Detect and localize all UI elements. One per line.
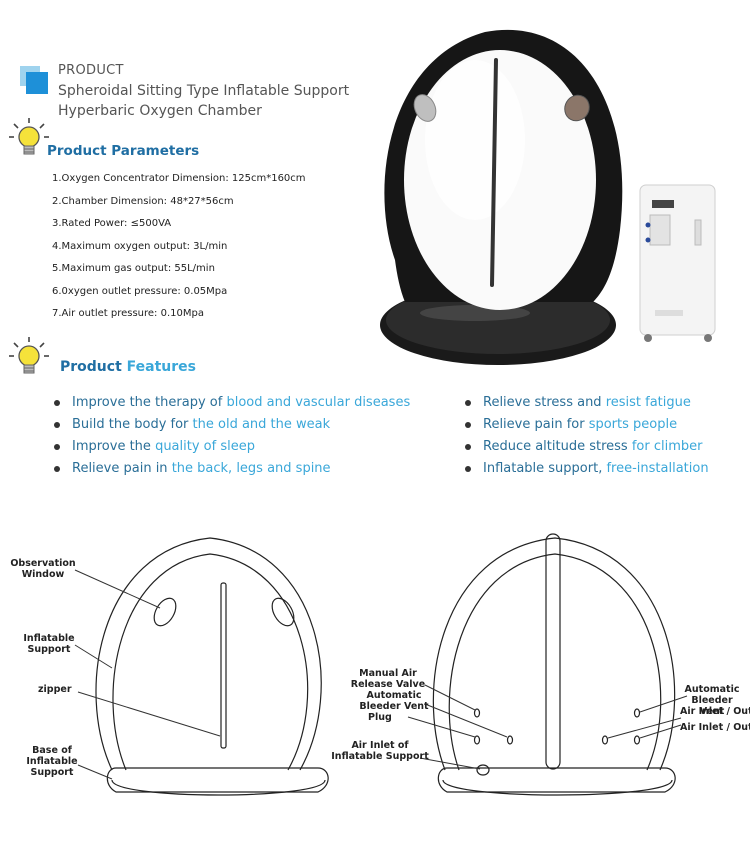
front-view-diagram (74, 537, 329, 796)
parameters-title-part2: Parameters (111, 143, 200, 159)
param-item: 7.Air outlet pressure: 0.10Mpa (52, 308, 204, 319)
back-view-diagram (407, 533, 688, 796)
feature-item: Reduce altitude stress for climber (465, 436, 709, 458)
label-plug: Plug (368, 712, 392, 723)
feature-item: Relieve pain in the back, legs and spine (54, 458, 410, 480)
logo-square-dark (26, 72, 48, 94)
label-air-inlet-outlet-1: Air Inlet / Outlet (680, 706, 750, 717)
product-tag: PRODUCT (58, 63, 124, 78)
features-list-right: Relieve stress and resist fatigue Reliev… (465, 392, 709, 480)
oxygen-concentrator (639, 184, 716, 342)
features-title: Product Features (60, 359, 196, 375)
feature-item: Build the body for the old and the weak (54, 414, 410, 436)
features-list-left: Improve the therapy of blood and vascula… (54, 392, 410, 480)
parameters-title: Product Parameters (47, 143, 199, 159)
lightbulb-icon (9, 118, 49, 155)
param-item: 5.Maximum gas output: 55L/min (52, 263, 215, 274)
parameters-title-part1: Product (47, 143, 112, 159)
param-item: 3.Rated Power: ≤500VA (52, 218, 172, 229)
parameters-list: 1.Oxygen Concentrator Dimension: 125cm*1… (52, 168, 306, 326)
feature-item: Relieve stress and resist fatigue (465, 392, 709, 414)
product-title-line2: Hyperbaric Oxygen Chamber (58, 103, 262, 119)
feature-item: Relieve pain for sports people (465, 414, 709, 436)
features-title-part1: Product (60, 359, 127, 375)
features-title-part2: Features (126, 359, 196, 375)
feature-item: Improve the therapy of blood and vascula… (54, 392, 410, 414)
feature-item: Improve the quality of sleep (54, 436, 410, 458)
label-zipper: zipper (38, 684, 72, 695)
lightbulb-icon (9, 337, 49, 374)
param-item: 4.Maximum oxygen output: 3L/min (52, 240, 228, 252)
product-title: Spheroidal Sitting Type Inflatable Suppo… (58, 81, 349, 121)
param-item: 6.0xygen outlet pressure: 0.05Mpa (52, 285, 228, 297)
product-photo (380, 29, 716, 365)
product-title-line1: Spheroidal Sitting Type Inflatable Suppo… (58, 83, 350, 99)
feature-item: Inflatable support, free-installation (465, 458, 709, 480)
label-air-inlet-outlet-2: Air Inlet / Outlet (680, 722, 750, 733)
param-item: 1.Oxygen Concentrator Dimension: 125cm*1… (52, 173, 306, 184)
param-item: 2.Chamber Dimension: 48*27*56cm (52, 195, 234, 207)
